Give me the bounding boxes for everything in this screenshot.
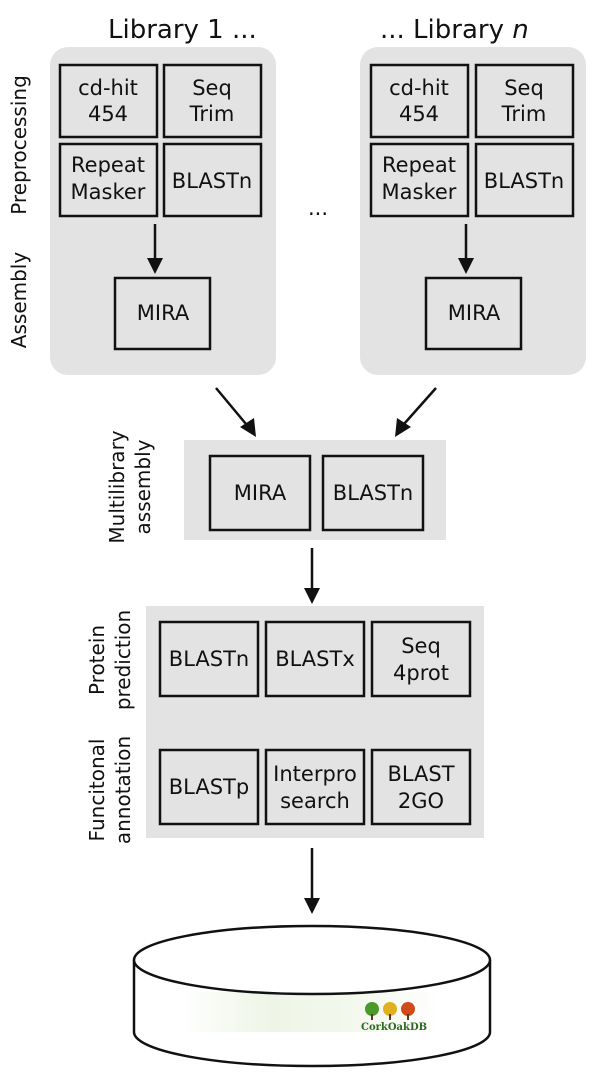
- seqtrim-box: [474, 63, 575, 139]
- multilibrary-label-line2: assembly: [131, 439, 155, 534]
- library-n-variable: n: [512, 15, 528, 45]
- protein-label-line1: Protein: [85, 625, 109, 695]
- assembly-label: Assembly: [7, 252, 31, 349]
- mira-box: [113, 276, 212, 351]
- seqtrim-label-2: Trim: [189, 102, 235, 126]
- protein-blastx-box: [264, 620, 366, 698]
- blast2go-label-1: BLAST: [387, 762, 454, 786]
- arrowhead: [304, 588, 320, 604]
- cdhit-box: [58, 63, 159, 139]
- library-n-prefix: ... Library: [380, 15, 512, 45]
- blastn-label: BLASTn: [172, 169, 252, 193]
- multilib-blastn-box: [321, 454, 425, 532]
- preprocessing-label: Preprocessing: [7, 75, 31, 215]
- database-banner: [180, 992, 440, 1032]
- libraries-ellipsis: ...: [308, 196, 328, 220]
- repeatmasker-label-1: Repeat: [382, 153, 456, 177]
- interpro-box: [264, 748, 366, 826]
- blastp-label: BLASTp: [169, 775, 249, 799]
- mira-label: MIRA: [137, 301, 190, 325]
- arrowhead: [304, 898, 320, 914]
- seqtrim-label-1: Seq: [504, 76, 544, 100]
- blast2go-label-2: 2GO: [398, 789, 444, 813]
- cdhit-box: [369, 63, 470, 139]
- blastp-box: [158, 748, 260, 826]
- logo-tree-red: [401, 1002, 415, 1016]
- protein-label-line2: prediction: [111, 610, 135, 710]
- arrowhead: [147, 258, 163, 274]
- logo-tree-green: [365, 1002, 379, 1016]
- blastn-label: BLASTn: [484, 169, 564, 193]
- logo-text: CorkOakDB: [361, 1022, 427, 1033]
- lib1-to-multilib-arrow: [215, 387, 247, 425]
- annotation-panel: BLASTn BLASTx Seq 4prot BLASTp Interpro …: [146, 606, 484, 838]
- functional-label-line2: annotation: [111, 736, 135, 844]
- interpro-label-1: Interpro: [273, 762, 357, 786]
- logo-tree-yellow: [383, 1002, 397, 1016]
- library-n-panel: cd-hit 454 Seq Trim Repeat Masker BLASTn…: [360, 47, 586, 375]
- multilib-blastn-label: BLASTn: [333, 481, 413, 505]
- repeatmasker-label-2: Masker: [382, 180, 457, 204]
- repeatmasker-box: [369, 142, 470, 218]
- database-top: [132, 924, 492, 996]
- arrowhead: [458, 258, 474, 274]
- blastn-box: [162, 142, 263, 218]
- seq4prot-label-2: 4prot: [393, 661, 449, 685]
- library-n-title: ... Library n: [380, 15, 529, 45]
- functional-label-line1: Funcitonal: [85, 739, 109, 842]
- cdhit-label-1: cd-hit: [78, 76, 138, 100]
- repeatmasker-label-2: Masker: [71, 180, 146, 204]
- arrowhead: [395, 418, 411, 437]
- multilibrary-panel: MIRA BLASTn: [184, 440, 446, 540]
- protein-blastn-label: BLASTn: [169, 647, 249, 671]
- blastn-box: [474, 142, 575, 218]
- cdhit-label-2: 454: [88, 102, 128, 126]
- seqtrim-label-1: Seq: [192, 76, 232, 100]
- mira-box: [424, 276, 523, 351]
- seq4prot-box: [370, 620, 472, 698]
- seqtrim-label-2: Trim: [501, 102, 547, 126]
- library-1-title: Library 1 ...: [108, 15, 257, 45]
- seq4prot-label-1: Seq: [401, 634, 441, 658]
- seqtrim-box: [162, 63, 263, 139]
- interpro-label-2: search: [280, 789, 350, 813]
- blast2go-box: [370, 748, 472, 826]
- multilibrary-label-line1: Multilibrary: [105, 430, 129, 543]
- mira-label: MIRA: [448, 301, 501, 325]
- cdhit-label-1: cd-hit: [389, 76, 449, 100]
- protein-blastx-label: BLASTx: [275, 647, 355, 671]
- library-1-panel: cd-hit 454 Seq Trim Repeat Masker BLASTn…: [50, 47, 276, 375]
- corkoakdb-logo: CorkOakDB: [361, 1002, 427, 1033]
- cdhit-label-2: 454: [399, 102, 439, 126]
- repeatmasker-label-1: Repeat: [71, 153, 145, 177]
- database-cylinder: CorkOakDB: [132, 924, 492, 1068]
- libn-to-multilib-arrow: [403, 387, 437, 425]
- repeatmasker-box: [58, 142, 159, 218]
- protein-blastn-box: [158, 620, 260, 698]
- arrowhead: [240, 418, 256, 437]
- multilib-mira-box: [208, 454, 312, 532]
- multilib-mira-label: MIRA: [234, 481, 287, 505]
